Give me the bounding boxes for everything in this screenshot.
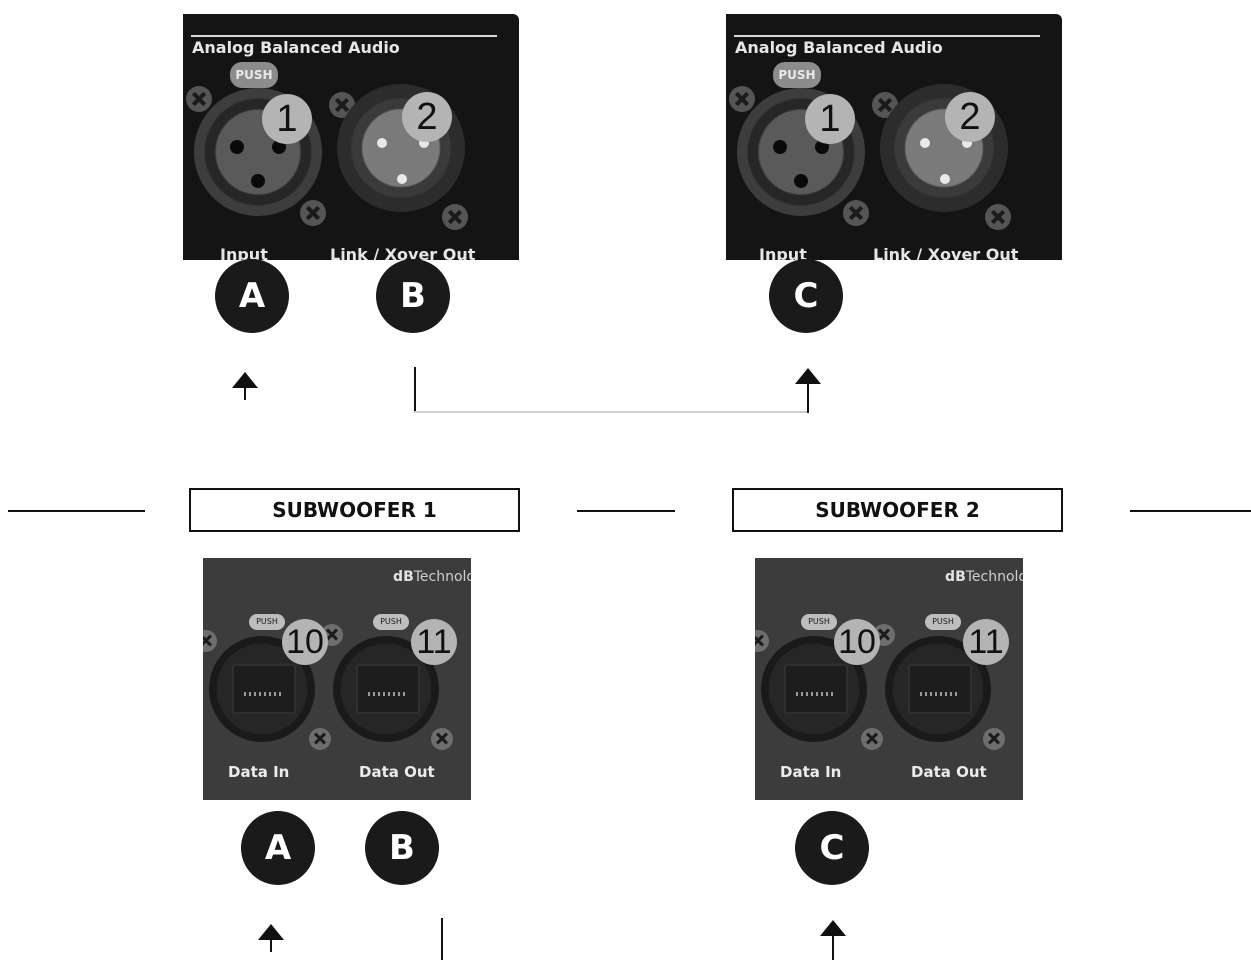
letter-badge-c: C — [769, 259, 843, 333]
rj45-socket — [908, 664, 972, 714]
pin-icon — [962, 138, 972, 148]
push-latch: PUSH — [801, 614, 837, 630]
connector-line — [441, 918, 443, 960]
audio-panel-subwoofer-1: Analog Balanced Audio PUSH 1 2 Input Lin… — [183, 14, 519, 260]
separator-line — [8, 510, 145, 512]
pin-icon — [397, 174, 407, 184]
connector-line — [414, 367, 416, 413]
link-xover-out-label: Link / Xover Out — [873, 245, 1019, 260]
pin-icon — [773, 140, 787, 154]
pin-icon — [940, 174, 950, 184]
letter-badge-c: C — [795, 811, 869, 885]
connector-line — [270, 938, 272, 952]
brand-logo: dBTechnolo — [393, 569, 471, 585]
screw-icon — [843, 200, 869, 226]
push-latch: PUSH — [373, 614, 409, 630]
screw-icon — [985, 204, 1011, 230]
connector-number-badge: 1 — [262, 94, 312, 144]
port-number-badge: 11 — [963, 619, 1009, 665]
data-in-label: Data In — [228, 763, 290, 781]
arrow-up-icon — [820, 920, 846, 936]
arrow-up-icon — [795, 368, 821, 384]
rj45-socket — [784, 664, 848, 714]
port-number-badge: 10 — [282, 619, 328, 665]
letter-badge-a: A — [241, 811, 315, 885]
pin-icon — [920, 138, 930, 148]
screw-icon — [203, 630, 217, 652]
letter-badge-a: A — [215, 259, 289, 333]
input-label: Input — [759, 245, 807, 260]
screw-icon — [755, 630, 769, 652]
panel-rule — [734, 35, 1040, 37]
data-panel-subwoofer-2: dBTechnolo PUSH PUSH 10 11 Data In Data … — [755, 558, 1023, 800]
connector-line — [244, 386, 246, 400]
connector-line — [807, 382, 809, 413]
screw-icon — [186, 86, 212, 112]
panel-title: Analog Balanced Audio — [735, 38, 943, 57]
push-latch: PUSH — [925, 614, 961, 630]
port-number-badge: 10 — [834, 619, 880, 665]
data-out-label: Data Out — [359, 763, 435, 781]
connector-number-badge: 2 — [402, 92, 452, 142]
separator-line — [577, 510, 675, 512]
data-panel-subwoofer-1: dBTechnolo PUSH PUSH 10 11 Data In Data … — [203, 558, 471, 800]
separator-line — [1130, 510, 1251, 512]
subwoofer-2-label: SUBWOOFER 2 — [732, 488, 1063, 532]
input-label: Input — [220, 245, 268, 260]
connector-number-badge: 1 — [805, 94, 855, 144]
data-in-label: Data In — [780, 763, 842, 781]
data-out-label: Data Out — [911, 763, 987, 781]
screw-icon — [983, 728, 1005, 750]
rj45-socket — [232, 664, 296, 714]
brand-logo: dBTechnolo — [945, 569, 1023, 585]
link-xover-out-label: Link / Xover Out — [330, 245, 476, 260]
pin-icon — [377, 138, 387, 148]
screw-icon — [431, 728, 453, 750]
arrow-up-icon — [232, 372, 258, 388]
pin-icon — [794, 174, 808, 188]
pin-icon — [230, 140, 244, 154]
panel-rule — [191, 35, 497, 37]
push-latch: PUSH — [249, 614, 285, 630]
audio-panel-subwoofer-2: Analog Balanced Audio PUSH 1 2 Input Lin… — [726, 14, 1062, 260]
screw-icon — [442, 204, 468, 230]
letter-badge-b: B — [376, 259, 450, 333]
screw-icon — [309, 728, 331, 750]
screw-icon — [861, 728, 883, 750]
pin-icon — [251, 174, 265, 188]
push-latch: PUSH — [773, 62, 821, 88]
subwoofer-1-label: SUBWOOFER 1 — [189, 488, 520, 532]
connector-line — [832, 934, 834, 960]
screw-icon — [729, 86, 755, 112]
port-number-badge: 11 — [411, 619, 457, 665]
push-latch: PUSH — [230, 62, 278, 88]
panel-title: Analog Balanced Audio — [192, 38, 400, 57]
screw-icon — [300, 200, 326, 226]
connector-number-badge: 2 — [945, 92, 995, 142]
pin-icon — [419, 138, 429, 148]
link-cable-line — [414, 411, 808, 413]
letter-badge-b: B — [365, 811, 439, 885]
arrow-up-icon — [258, 924, 284, 940]
rj45-socket — [356, 664, 420, 714]
